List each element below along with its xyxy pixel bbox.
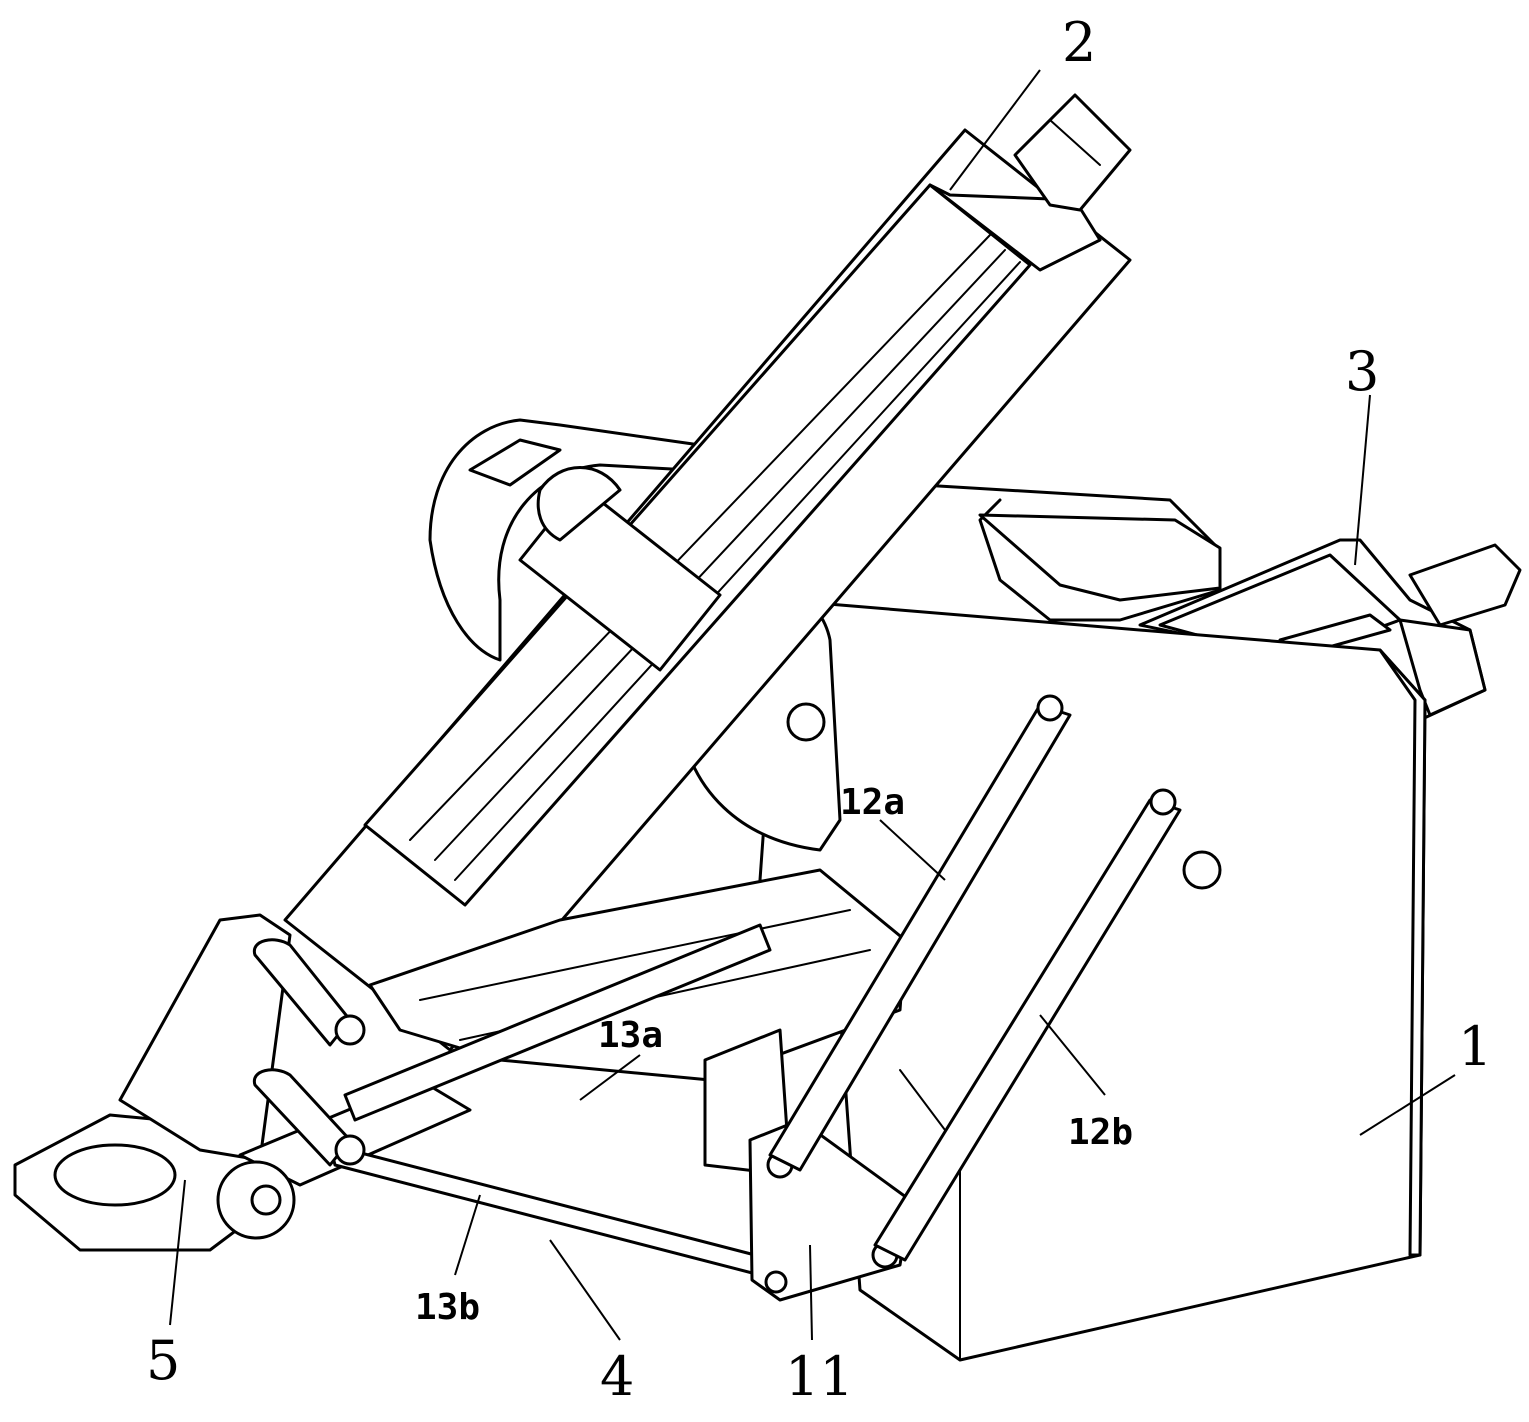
- label-1: 1: [1458, 1020, 1492, 1074]
- label-4: 4: [600, 1350, 634, 1404]
- label-2: 2: [1062, 16, 1096, 70]
- label-11: 11: [785, 1350, 854, 1404]
- label-5: 5: [146, 1334, 180, 1388]
- label-12b: 12b: [1068, 1115, 1133, 1151]
- label-13b: 13b: [415, 1290, 480, 1326]
- label-12a: 12a: [840, 785, 905, 821]
- label-3: 3: [1345, 345, 1379, 399]
- label-13a: 13a: [598, 1018, 663, 1054]
